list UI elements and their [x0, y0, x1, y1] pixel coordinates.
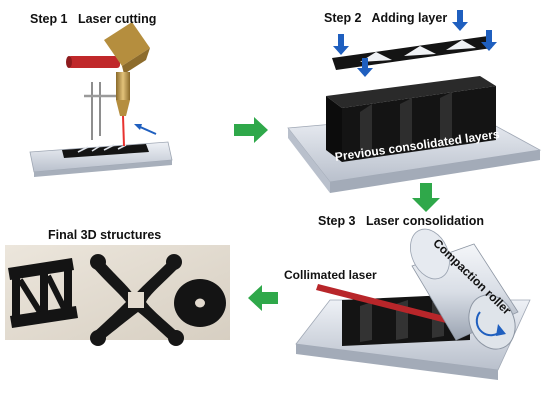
- step2-number: Step 2: [324, 11, 362, 25]
- flow-arrow-3: [248, 285, 278, 311]
- consolidated-block: [326, 76, 496, 162]
- step2-name: Adding layer: [371, 11, 448, 25]
- step3-illustration: [295, 228, 531, 380]
- flow-arrow-1: [234, 117, 268, 143]
- motion-arrow: [137, 125, 157, 135]
- compaction-roller: [410, 228, 519, 350]
- laser-head: [104, 22, 150, 116]
- step3-title: Step 3 Laser consolidation: [318, 214, 484, 228]
- collimated-laser-beam: [316, 284, 452, 324]
- final-cross: [90, 254, 184, 346]
- step1-title: Step 1 Laser cutting: [30, 12, 156, 26]
- adding-arrows: [333, 10, 497, 77]
- step1-illustration: [29, 22, 173, 177]
- final-truss: [8, 258, 78, 328]
- step1-number: Step 1: [30, 12, 68, 26]
- laser-source: [66, 56, 120, 68]
- new-layer: [332, 36, 492, 70]
- laser-beam: [122, 115, 125, 147]
- final-disc: [174, 279, 226, 327]
- step1-cut-sheet: [62, 144, 149, 158]
- flow-arrow-2: [412, 183, 440, 212]
- final-structures-label: Final 3D structures: [48, 228, 162, 242]
- step3-name: Laser consolidation: [365, 214, 485, 228]
- final-structures-photo: [5, 245, 230, 346]
- collimated-laser-label: Collimated laser: [284, 268, 377, 282]
- step2-illustration: [287, 10, 542, 193]
- step2-title: Step 2 Adding layer: [324, 11, 447, 25]
- step1-name: Laser cutting: [77, 12, 157, 26]
- step3-number: Step 3: [318, 214, 356, 228]
